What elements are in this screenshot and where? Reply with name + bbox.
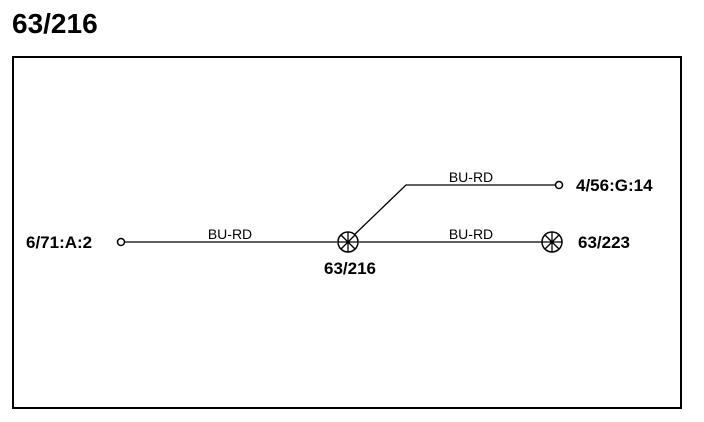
node-label-upper-right-terminal: 4/56:G:14 [576, 176, 653, 195]
open-circle-terminal-icon [554, 180, 564, 190]
splice-icon [541, 231, 563, 253]
open-circle-terminal-icon [116, 237, 126, 247]
wire-label-left: BU-RD [208, 226, 252, 242]
wire-upper-right [352, 184, 555, 237]
wire-label-upper-right: BU-RD [449, 169, 493, 185]
node-label-center-splice: 63/216 [324, 259, 376, 278]
node-label-right-splice: 63/223 [578, 233, 630, 252]
page-title: 63/216 [12, 8, 98, 39]
diagram-frame [12, 56, 682, 409]
node-label-left-terminal: 6/71:A:2 [26, 233, 92, 252]
wire-label-lower-right: BU-RD [449, 226, 493, 242]
splice-icon [337, 231, 359, 253]
